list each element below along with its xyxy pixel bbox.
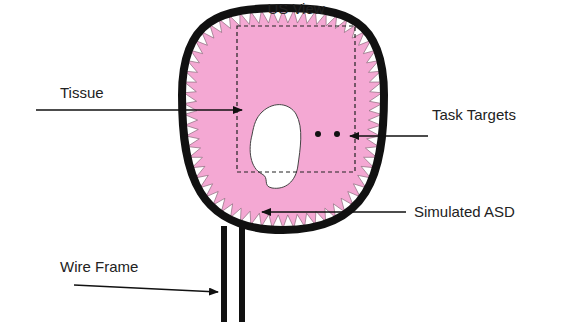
targets-label: Task Targets [432, 106, 516, 124]
tissue [184, 10, 382, 228]
leader-arrow [350, 135, 428, 137]
asd-label: Simulated ASD [414, 203, 515, 221]
us-view-box [237, 26, 355, 172]
task-target [315, 131, 321, 137]
frame-interior [182, 8, 384, 230]
tissue-teeth [184, 10, 382, 228]
wire-frame [182, 8, 384, 230]
view-label: US View [267, 0, 324, 18]
wire-stem [221, 226, 227, 322]
wire-stem [239, 226, 245, 322]
simulated-asd [250, 105, 301, 189]
tissue-label: Tissue [60, 84, 104, 102]
frame-label: Wire Frame [60, 258, 138, 276]
leader-arrow [262, 211, 406, 213]
task-target [334, 131, 340, 137]
leader-arrow [74, 285, 218, 292]
leader-arrow [36, 109, 242, 111]
